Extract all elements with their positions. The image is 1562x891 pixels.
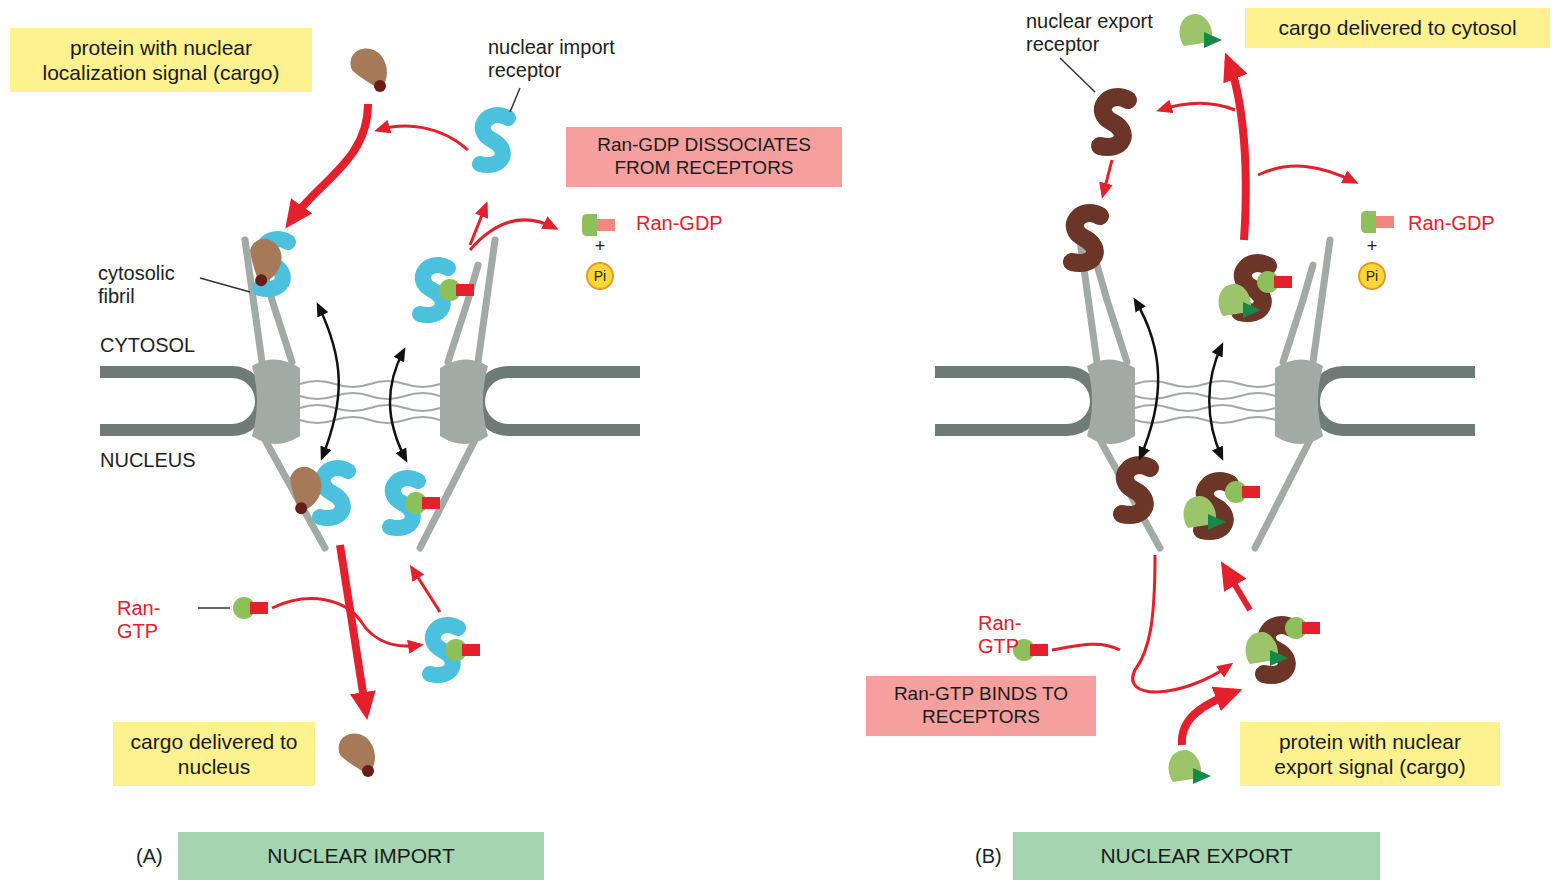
region-label: NUCLEUS (100, 449, 230, 472)
phosphate-symbol: Pi (586, 262, 614, 290)
callout-box: cargo delivered to nucleus (113, 722, 315, 786)
import-arrows (198, 88, 555, 712)
region-label: CYTOSOL (100, 334, 230, 357)
callout-box: protein with nuclear export signal (carg… (1240, 722, 1500, 786)
part-label: nuclear import receptor (488, 36, 648, 82)
node-text: protein with nuclear localization signal… (20, 35, 302, 85)
node-text: NUCLEAR IMPORT (267, 843, 454, 868)
part-label: nuclear export receptor (1026, 10, 1186, 56)
node-text: cargo delivered to nucleus (123, 729, 305, 779)
plus-sign: + (593, 236, 607, 257)
step-box: Ran-GTP BINDS TO RECEPTORS (866, 676, 1096, 736)
step-box: Ran-GDP DISSOCIATES FROM RECEPTORS (566, 127, 842, 187)
molecule-label: Ran-GDP (636, 212, 736, 235)
callout-box: cargo delivered to cytosol (1245, 8, 1550, 48)
export-molecules (1013, 14, 1394, 784)
node-text: Ran-GTP BINDS TO RECEPTORS (876, 683, 1086, 729)
nuclear-pore-b (935, 240, 1475, 548)
panel-title: NUCLEAR EXPORT (1013, 832, 1380, 880)
node-text: cargo delivered to cytosol (1278, 15, 1516, 40)
node-text: Ran-GDP DISSOCIATES FROM RECEPTORS (576, 134, 832, 180)
molecule-label: Ran-GTP (117, 597, 197, 643)
phosphate-symbol: Pi (1358, 262, 1386, 290)
node-text: protein with nuclear export signal (carg… (1250, 729, 1490, 779)
plus-sign: + (1365, 236, 1379, 257)
callout-box: protein with nuclear localization signal… (10, 28, 312, 92)
molecule-label: Ran-GTP (978, 612, 1058, 658)
panel-title: NUCLEAR IMPORT (178, 832, 544, 880)
panel-letter: (A) (136, 845, 176, 868)
panel-letter: (B) (975, 845, 1015, 868)
import-molecules (233, 49, 615, 777)
nuclear-pore-a (100, 240, 640, 548)
part-label: cytosolic fibril (98, 262, 198, 308)
export-arrows (1052, 58, 1355, 745)
molecule-label: Ran-GDP (1408, 212, 1508, 235)
node-text: NUCLEAR EXPORT (1100, 843, 1292, 868)
